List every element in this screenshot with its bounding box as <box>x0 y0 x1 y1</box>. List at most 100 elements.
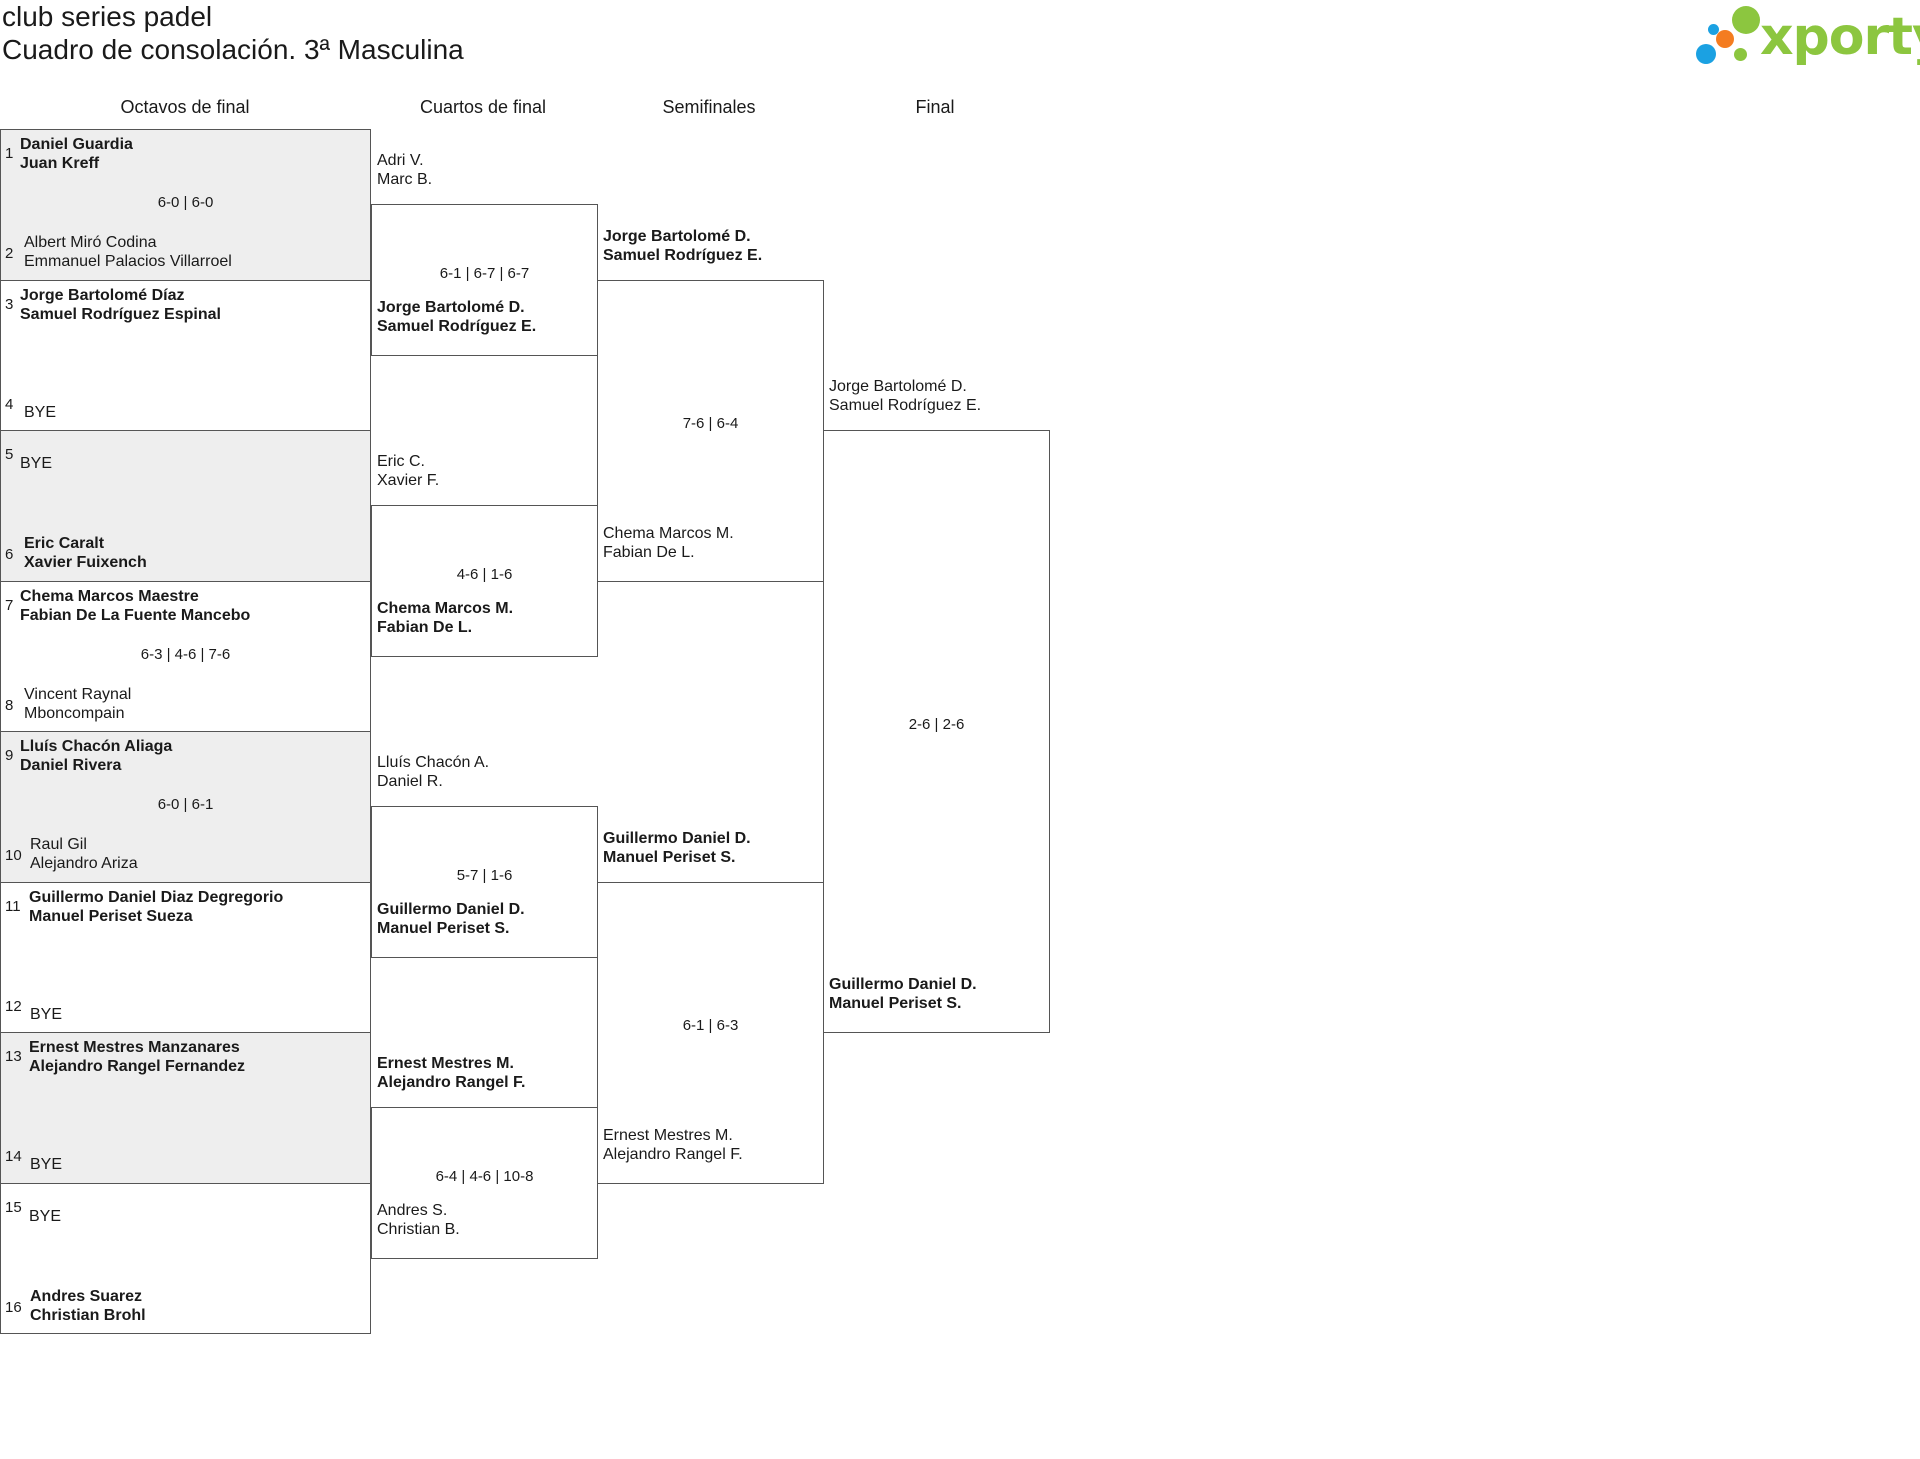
r16-team-top-player-1: Daniel Guardia <box>20 136 133 153</box>
sf-team-top-player-2: Samuel Rodríguez E. <box>603 246 763 264</box>
draw-title: Cuadro de consolación. 3ª Masculina <box>2 34 464 65</box>
qf-team-top-player-1: Lluís Chacón A. <box>377 754 490 772</box>
qf-team-bottom-player-1: Guillermo Daniel D. <box>377 900 525 918</box>
sf-team-bottom-player-2: Fabian De L. <box>603 543 695 561</box>
r16-team-top-player-1: Guillermo Daniel Diaz Degregorio <box>29 888 284 906</box>
seed-number: 1 <box>5 145 14 162</box>
match-score: 4-6 | 1-6 <box>456 565 513 583</box>
seed-number: 12 <box>5 997 22 1015</box>
qf-team-top-player-1: Ernest Mestres M. <box>377 1055 514 1073</box>
seed-number: 15 <box>5 1198 22 1216</box>
logo-dot-green <box>1732 6 1760 34</box>
r16-match-8 <box>0 1182 371 1334</box>
qf-team-top-player-1: Adri V. <box>377 152 424 170</box>
r16-team-top-player-1: Chema Marcos Maestre <box>20 587 199 605</box>
r16-team-top-player-2: Alejandro Rangel Fernandez <box>29 1058 246 1075</box>
sf-team-bottom-player-1: Ernest Mestres M. <box>603 1126 733 1144</box>
r16-team-top-player-1: Lluís Chacón Aliaga <box>20 738 173 755</box>
logo-dot-green-small <box>1734 48 1747 61</box>
round-header-quarterfinals: Cuartos de final <box>419 97 547 117</box>
match-score: 7-6 | 6-4 <box>682 415 739 432</box>
r16-team-bottom-player-1: Eric Caralt <box>24 535 105 552</box>
seed-number: 13 <box>5 1048 22 1065</box>
r16-team-top-player-2: Daniel Rivera <box>20 757 122 774</box>
r16-team-top-player-1: Ernest Mestres Manzanares <box>29 1039 240 1056</box>
r16-team-top-player-1: BYE <box>20 455 53 472</box>
r16-team-bottom-player-1: BYE <box>30 1005 63 1023</box>
round-header-semifinals: Semifinales <box>662 97 756 117</box>
match-score: 6-0 | 6-0 <box>157 194 214 211</box>
qf-team-bottom-player-2: Manuel Periset S. <box>377 919 510 937</box>
r16-team-bottom-player-2: Alejandro Ariza <box>30 855 138 872</box>
qf-team-top-player-1: Eric C. <box>377 453 425 471</box>
logo-dot-blue-small <box>1708 24 1719 35</box>
final-team-bottom-player-1: Guillermo Daniel D. <box>829 976 977 993</box>
seed-number: 5 <box>5 446 14 463</box>
seed-number: 6 <box>5 546 14 563</box>
r16-team-bottom-player-2: Xavier Fuixench <box>24 554 147 571</box>
sf-team-top-player-2: Manuel Periset S. <box>603 848 736 866</box>
seed-number: 14 <box>5 1148 22 1165</box>
round-header-r16: Octavos de final <box>120 97 250 117</box>
match-score: 5-7 | 1-6 <box>456 866 513 884</box>
qf-team-bottom-player-2: Fabian De L. <box>377 618 473 636</box>
qf-team-top-player-2: Alejandro Rangel F. <box>377 1074 526 1092</box>
sf-team-bottom-player-1: Chema Marcos M. <box>603 524 734 542</box>
qf-team-bottom-player-1: Chema Marcos M. <box>377 599 514 617</box>
xporty-logo: xporty <box>1694 2 1920 70</box>
qf-team-top-player-2: Marc B. <box>377 171 433 189</box>
final-match-1 <box>823 430 1050 1033</box>
match-score: 6-0 | 6-1 <box>157 796 214 813</box>
r16-team-top-player-2: Juan Kreff <box>20 155 100 172</box>
qf-team-bottom-player-2: Christian B. <box>377 1220 460 1238</box>
seed-number: 2 <box>5 245 14 262</box>
seed-number: 9 <box>5 747 14 764</box>
seed-number: 11 <box>5 897 21 915</box>
club-name: club series padel <box>2 1 213 32</box>
sf-team-bottom-player-2: Alejandro Rangel F. <box>603 1145 743 1163</box>
seed-number: 3 <box>5 295 14 313</box>
match-score: 6-3 | 4-6 | 7-6 <box>140 645 231 663</box>
r16-team-bottom-player-1: Andres Suarez <box>30 1287 143 1305</box>
final-team-top-player-2: Samuel Rodríguez E. <box>829 397 982 414</box>
qf-team-bottom-player-2: Samuel Rodríguez E. <box>377 317 537 335</box>
r16-match-3 <box>0 430 371 582</box>
r16-team-bottom-player-1: BYE <box>24 403 57 421</box>
r16-team-top-player-1: Jorge Bartolomé Díaz <box>20 286 185 304</box>
seed-number: 10 <box>5 847 22 864</box>
r16-team-bottom-player-1: Albert Miró Codina <box>24 234 157 251</box>
r16-team-bottom-player-2: Emmanuel Palacios Villarroel <box>24 253 232 270</box>
r16-match-5 <box>0 731 371 883</box>
qf-team-top-player-2: Daniel R. <box>377 773 443 791</box>
match-score: 6-1 | 6-7 | 6-7 <box>439 264 530 282</box>
r16-team-bottom-player-1: Raul Gil <box>30 836 87 853</box>
qf-team-top-player-2: Xavier F. <box>377 472 440 490</box>
r16-team-top-player-2: Fabian De La Fuente Mancebo <box>20 606 251 624</box>
r16-match-1 <box>0 129 371 281</box>
seed-number: 7 <box>5 596 14 614</box>
r16-team-bottom-player-2: Mboncompain <box>24 704 125 722</box>
qf-team-bottom-player-1: Andres S. <box>377 1201 448 1219</box>
logo-wordmark: xporty <box>1760 7 1920 67</box>
r16-team-bottom-player-1: Vincent Raynal <box>24 685 132 703</box>
match-score: 2-6 | 2-6 <box>908 716 965 733</box>
r16-team-bottom-player-1: BYE <box>30 1156 63 1173</box>
qf-team-bottom-player-1: Jorge Bartolomé D. <box>377 298 525 316</box>
r16-team-top-player-2: Manuel Periset Sueza <box>29 907 193 925</box>
final-team-top-player-1: Jorge Bartolomé D. <box>829 378 967 395</box>
logo-dot-orange <box>1716 30 1734 48</box>
seed-number: 8 <box>5 696 14 714</box>
seed-number: 4 <box>5 395 14 413</box>
final-team-bottom-player-2: Manuel Periset S. <box>829 995 962 1012</box>
r16-team-top-player-1: BYE <box>29 1207 62 1225</box>
r16-team-top-player-2: Samuel Rodríguez Espinal <box>20 305 221 323</box>
seed-number: 16 <box>5 1298 22 1316</box>
sf-team-top-player-1: Jorge Bartolomé D. <box>603 227 751 245</box>
logo-dot-blue <box>1696 44 1716 64</box>
r16-match-7 <box>0 1032 371 1184</box>
r16-team-bottom-player-2: Christian Brohl <box>30 1306 146 1324</box>
match-score: 6-4 | 4-6 | 10-8 <box>435 1167 534 1185</box>
match-score: 6-1 | 6-3 <box>682 1017 739 1034</box>
round-header-final: Final <box>915 97 955 117</box>
sf-team-top-player-1: Guillermo Daniel D. <box>603 829 751 847</box>
